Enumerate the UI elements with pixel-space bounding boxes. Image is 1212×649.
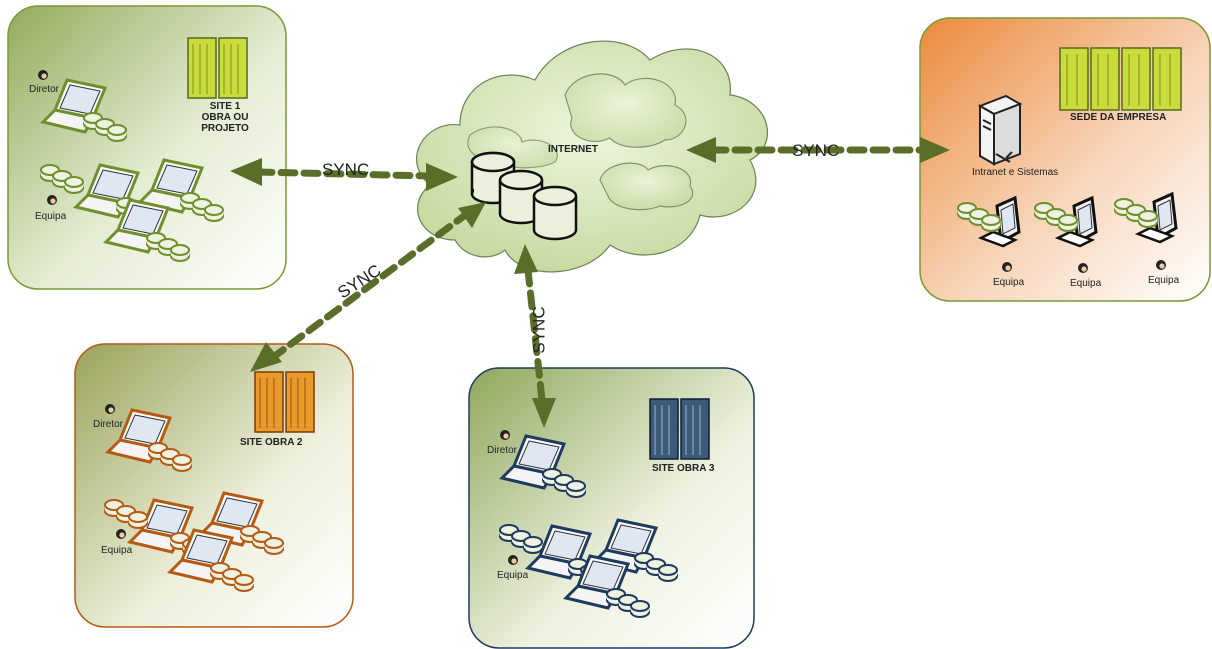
laptop-icon <box>197 491 284 555</box>
site1-team-label: Equipa <box>35 211 67 222</box>
site3-building-icon <box>649 398 710 460</box>
site3-panel <box>468 367 755 649</box>
hq-server-label: Intranet e Sistemas <box>972 167 1059 178</box>
site1-title-line3: PROJETO <box>201 123 249 134</box>
site1-director-label: Diretor <box>29 84 60 95</box>
person-icon <box>38 70 48 80</box>
disk-icon <box>542 468 586 498</box>
sync-label-hq: SYNC <box>792 141 840 160</box>
sync-arrow-site3 <box>524 266 546 404</box>
person-icon <box>1156 260 1166 270</box>
disk-icon <box>40 164 84 194</box>
hq-team-label-2: Equipa <box>1070 278 1102 289</box>
laptop-icon <box>103 198 190 262</box>
disk-icon <box>180 192 224 222</box>
laptop-icon <box>167 528 254 592</box>
site3-title: SITE OBRA 3 <box>652 463 715 474</box>
sync-arrow-site2 <box>268 212 468 362</box>
internet-database-icon <box>470 151 578 241</box>
hq-building-icon <box>1059 47 1182 111</box>
site2-director-label: Diretor <box>93 419 124 430</box>
sync-arrow-site1 <box>254 168 434 180</box>
laptop-icon <box>563 554 650 618</box>
disk-icon <box>240 525 284 555</box>
site2-team-label: Equipa <box>101 545 133 556</box>
workstation-icon <box>1034 195 1098 248</box>
person-icon <box>1078 263 1088 273</box>
site1-title-line1: SITE 1 <box>209 101 241 112</box>
disk-icon <box>83 112 127 142</box>
disk-icon <box>104 499 148 529</box>
site1-title-line2: OBRA OU <box>201 112 249 123</box>
server-icon <box>977 94 1023 166</box>
devices-layer <box>38 70 1178 618</box>
arrow-heads <box>230 137 950 428</box>
sync-label-site1: SYNC <box>322 160 370 179</box>
laptop-icon <box>499 434 586 498</box>
site2-building-icon <box>254 371 315 433</box>
hq-team-label-1: Equipa <box>993 277 1025 288</box>
workstation-icon <box>1114 191 1178 244</box>
disk-icon <box>957 202 1001 232</box>
laptop-icon <box>40 78 127 142</box>
person-icon <box>116 529 126 539</box>
sync-label-site3: SYNC <box>529 306 549 354</box>
workstation-icon <box>957 195 1021 248</box>
disk-icon <box>1034 202 1078 232</box>
site3-team-label: Equipa <box>497 570 529 581</box>
disk-icon <box>146 232 190 262</box>
hq-title: SEDE DA EMPRESA <box>1070 112 1167 123</box>
person-icon <box>105 404 115 414</box>
site1-building-icon <box>187 37 248 99</box>
internet-label: INTERNET <box>548 144 598 155</box>
disk-icon <box>634 552 678 582</box>
site1-title: SITE 1 OBRA OU PROJETO <box>200 101 250 134</box>
site2-title: SITE OBRA 2 <box>240 437 303 448</box>
person-icon <box>1002 262 1012 272</box>
sync-arrows <box>254 146 932 404</box>
hq-team-label-3: Equipa <box>1148 275 1180 286</box>
laptop-icon <box>137 158 224 222</box>
disk-icon <box>148 442 192 472</box>
disk-icon <box>1114 198 1158 228</box>
laptop-icon <box>105 408 192 472</box>
site3-director-label: Diretor <box>487 445 518 456</box>
person-icon <box>500 430 510 440</box>
person-icon <box>47 195 57 205</box>
disk-icon <box>606 588 650 618</box>
disk-icon <box>499 524 543 554</box>
person-icon <box>508 555 518 565</box>
disk-icon <box>210 562 254 592</box>
